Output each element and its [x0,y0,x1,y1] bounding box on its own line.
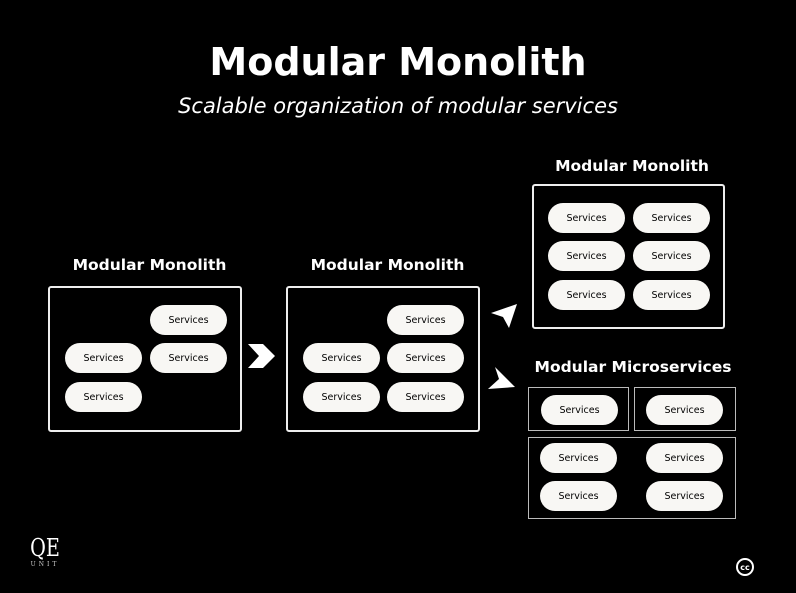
service-pill: Services [387,382,464,412]
service-pill: Services [303,382,380,412]
service-pill: Services [387,305,464,335]
service-pill: Services [646,443,723,473]
arrow-up-right-icon [491,304,517,328]
qe-unit-logo: QE UNIT [24,535,66,568]
logo-mark: QE [30,534,60,562]
microservice-box [528,387,629,431]
service-pill: Services [150,305,227,335]
chevron-right-arrow-icon [248,344,275,368]
stage-2-heading: Modular Monolith [310,256,465,274]
microservices-heading: Modular Microservices [534,358,732,376]
service-pill: Services [548,203,625,233]
service-pill: Services [548,280,625,310]
slide-title: Modular Monolith [209,40,587,84]
microservice-box [634,387,736,431]
service-pill: Services [540,481,617,511]
arrow-down-right-icon [488,367,515,389]
service-pill: Services [303,343,380,373]
stage-1-heading: Modular Monolith [72,256,227,274]
service-pill: Services [646,395,723,425]
service-pill: Services [541,395,618,425]
service-pill: Services [65,343,142,373]
microservice-box [528,437,736,519]
stage-2-monolith-box [286,286,480,432]
service-pill: Services [150,343,227,373]
stage-3-monolith-box [532,184,725,329]
logo-text: UNIT [30,561,60,568]
service-pill: Services [646,481,723,511]
service-pill: Services [65,382,142,412]
service-pill: Services [633,203,710,233]
service-pill: Services [633,241,710,271]
service-pill: Services [387,343,464,373]
service-pill: Services [633,280,710,310]
creative-commons-icon: cc [736,558,754,576]
slide-subtitle: Scalable organization of modular service… [178,94,618,118]
stage-3-heading: Modular Monolith [555,157,709,175]
stage-1-monolith-box [48,286,242,432]
service-pill: Services [548,241,625,271]
service-pill: Services [540,443,617,473]
